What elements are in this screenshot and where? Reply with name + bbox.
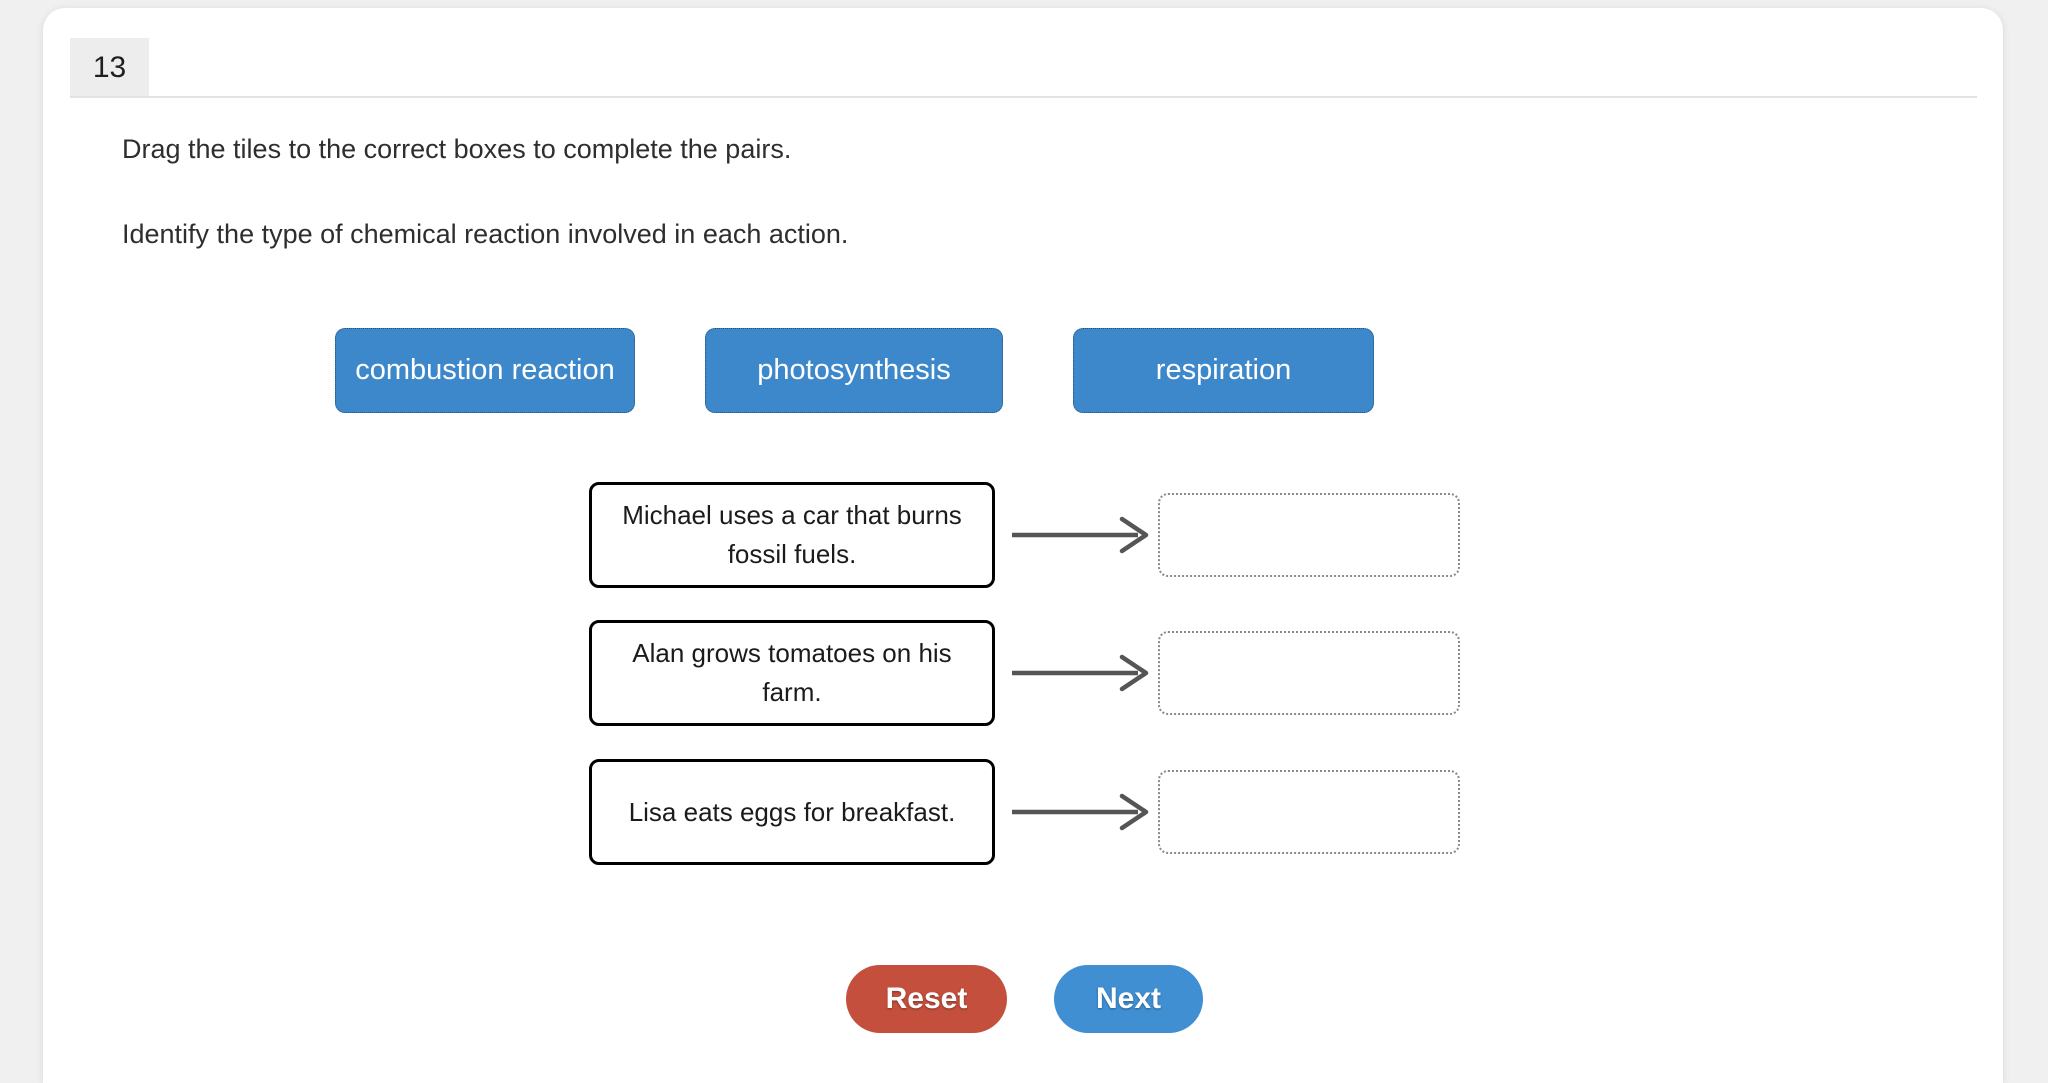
statement-alan-tomatoes: Alan grows tomatoes on his farm. [589, 620, 995, 726]
drop-box-2[interactable] [1158, 631, 1460, 715]
tile-combustion-reaction[interactable]: combustion reaction [335, 328, 635, 413]
question-number-tab: 13 [70, 38, 149, 98]
drop-box-1[interactable] [1158, 493, 1460, 577]
arrow-right-icon [1012, 516, 1149, 554]
tile-photosynthesis[interactable]: photosynthesis [705, 328, 1003, 413]
reset-button[interactable]: Reset [846, 965, 1007, 1033]
arrow-right-icon [1012, 654, 1149, 692]
drag-instruction-text: Drag the tiles to the correct boxes to c… [122, 134, 792, 164]
arrow-right-icon [1012, 793, 1149, 831]
next-button[interactable]: Next [1054, 965, 1203, 1033]
question-prompt-text: Identify the type of chemical reaction i… [122, 219, 849, 249]
drop-box-3[interactable] [1158, 770, 1460, 854]
statement-michael-car: Michael uses a car that burns fossil fue… [589, 482, 995, 588]
tile-respiration[interactable]: respiration [1073, 328, 1374, 413]
statement-lisa-eggs: Lisa eats eggs for breakfast. [589, 759, 995, 865]
tab-divider [70, 96, 1977, 98]
question-card: 13 Drag the tiles to the correct boxes t… [43, 8, 2003, 1083]
